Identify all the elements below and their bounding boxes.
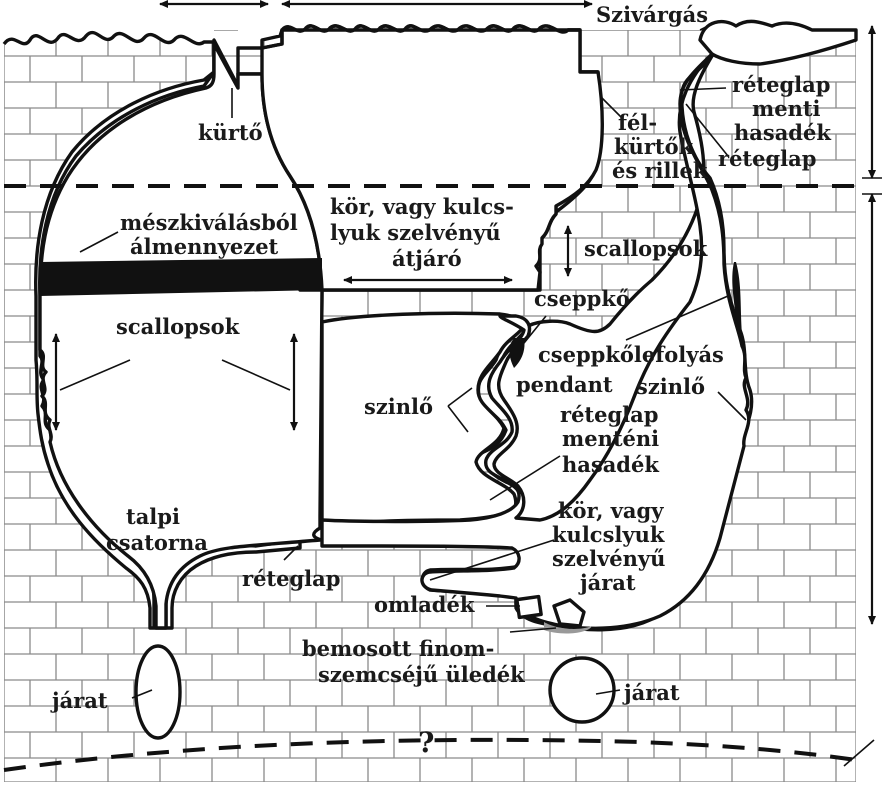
fine-sediment [544, 622, 592, 634]
label-reteglap-menteni-1: réteglap [560, 402, 658, 427]
label-meszkivalasbol-1: mészkiválásból [120, 210, 298, 235]
label-omladek: omladék [374, 592, 475, 617]
label-szivargas: Szivárgás [596, 2, 708, 27]
label-kor-vagy-1: kör, vagy [558, 498, 664, 523]
label-pendant: pendant [516, 372, 613, 397]
label-szinlo-mid: szinlő [364, 394, 433, 419]
label-bemosott-2: szemcséjű üledék [318, 662, 525, 687]
right-upper-pocket [698, 19, 858, 66]
label-meszkivalasbol-2: álmennyezet [130, 234, 279, 259]
label-jarat-left: járat [50, 688, 108, 713]
dripstone-dark [509, 338, 525, 368]
label-bemosott-1: bemosott finom- [302, 636, 494, 661]
label-felkurtok-1: fél- [618, 110, 657, 135]
passage-ceiling [261, 24, 580, 50]
upper-passage [260, 28, 604, 292]
label-talpi-2: csatorna [106, 530, 208, 555]
label-talpi-1: talpi [126, 504, 180, 529]
label-kor-kulcs-1: kör, vagy kulcs- [330, 194, 514, 219]
label-scallopsok-right: scallopsok [584, 236, 708, 261]
right-margin [856, 0, 882, 790]
right-chamber-body [320, 52, 751, 630]
label-kor-vagy-2: kulcslyuk [552, 522, 665, 547]
label-reteglap-bottom: réteglap [242, 566, 340, 591]
label-reteglap-menteni-3: hasadék [562, 452, 659, 477]
label-reteglap-top: réteglap [718, 146, 816, 171]
meandering-passage [320, 311, 526, 530]
label-cseppkolefolyas: cseppkőlefolyás [538, 342, 724, 367]
false-ceiling-calcite [40, 258, 322, 296]
label-reteglap-menteni-2: menténi [562, 426, 659, 451]
ground-line-left [2, 30, 214, 46]
label-kor-kulcs-2: lyuk szelvényű [330, 220, 501, 245]
leader-lines [59, 23, 875, 767]
rubble-block-2 [552, 598, 586, 628]
label-question: ? [418, 726, 434, 759]
rubble-block-1 [515, 594, 543, 620]
label-reteglap-menti-2: menti [752, 96, 821, 121]
label-reteglap-menti-1: réteglap [732, 72, 830, 97]
label-jarat-right: járat [622, 680, 680, 705]
label-kurto: kürtő [198, 120, 263, 145]
label-reteglap-menti-3: hasadék [734, 120, 831, 145]
conduit-right [548, 656, 616, 724]
label-cseppko: cseppkő [534, 286, 630, 311]
dashed-level-lower [3, 737, 857, 772]
label-kor-vagy-3: szelvényű [552, 546, 665, 571]
label-felkurtok-2: kürtők [614, 134, 694, 159]
label-felkurtok-3: és rillek [612, 158, 708, 183]
conduit-left [134, 644, 182, 740]
flowstone-dark [732, 262, 744, 339]
label-szinlo-right: szinlő [636, 374, 705, 399]
label-kor-vagy-4: járat [578, 570, 636, 595]
label-kor-kulcs-3: átjáró [392, 246, 462, 271]
label-scallopsok-left: scallopsok [116, 314, 240, 339]
